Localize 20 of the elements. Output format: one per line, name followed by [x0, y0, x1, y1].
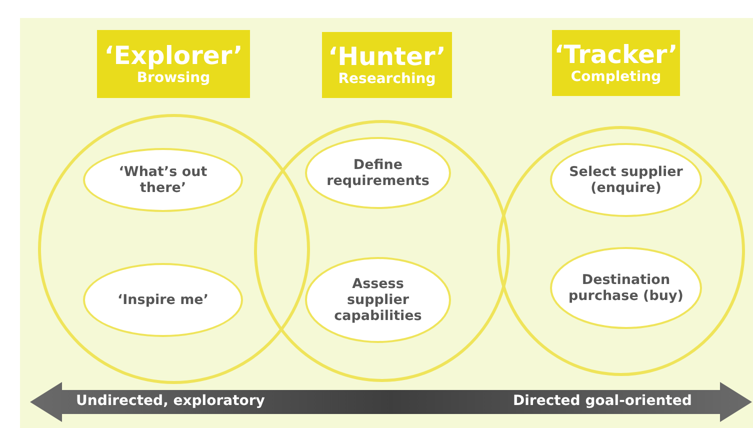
stage-header-box: [552, 30, 680, 96]
stage-circle: [38, 114, 310, 384]
activity-text: Assess supplier capabilities: [333, 276, 423, 324]
stage-title: ‘Hunter’: [328, 42, 446, 70]
stage-title: ‘Tracker’: [554, 40, 678, 68]
stage-header-box: [322, 32, 452, 98]
stage-circle: [254, 120, 510, 382]
stage-subtitle: Completing: [570, 68, 662, 86]
activity-text: ‘What’s out there’: [118, 164, 208, 196]
activity-text: Destination purchase (buy): [568, 272, 684, 304]
activity-text: ‘Inspire me’: [118, 292, 208, 308]
direction-label: Directed goal-oriented: [513, 393, 692, 409]
activity-text: Select supplier (enquire): [568, 164, 684, 196]
stage-header-box: [97, 30, 250, 98]
stage-subtitle: Browsing: [136, 70, 210, 86]
stage-title: ‘Explorer’: [104, 42, 243, 70]
stage-circle: [497, 126, 745, 376]
activity-text: Define requirements: [326, 157, 430, 189]
stage-subtitle: Researching: [338, 70, 436, 88]
direction-label: Undirected, exploratory: [76, 393, 265, 409]
